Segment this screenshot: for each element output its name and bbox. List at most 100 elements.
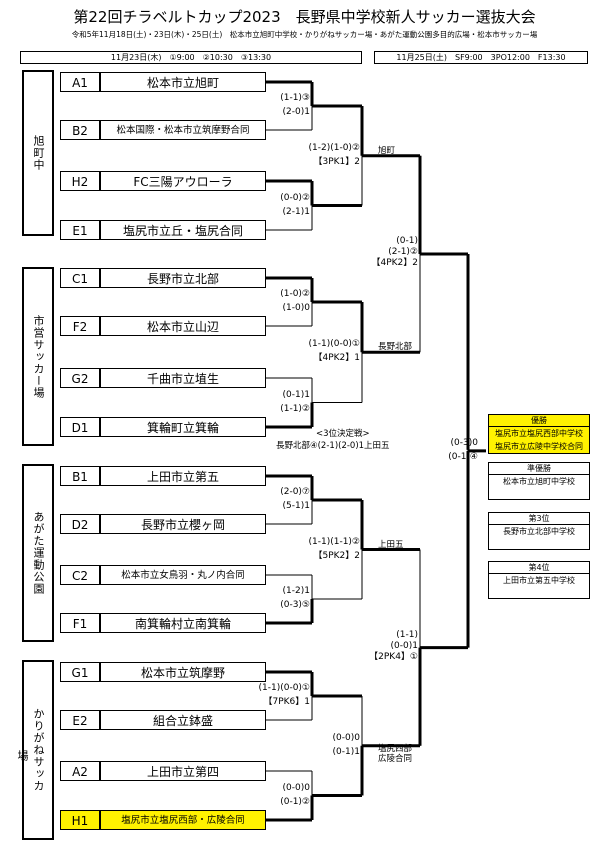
r1-score-top: (0-0)② xyxy=(280,192,310,203)
schedule-day1: 11月23日(木) ①9:00 ②10:30 ③13:30 xyxy=(20,51,362,64)
team-name[interactable]: 長野市立櫻ヶ岡 xyxy=(100,514,266,534)
sf-score-2: (0-0)1 xyxy=(390,640,418,651)
venue-label: 市営サッカー場 xyxy=(22,267,54,446)
final-score-bottom: (0-1)④ xyxy=(448,451,478,462)
team-code: A2 xyxy=(60,761,100,781)
r2-score-bottom: (0-1)1 xyxy=(332,746,360,757)
team-code: G1 xyxy=(60,662,100,682)
third-place-score: 長野北部④(2-1)(2-0)1上田五 xyxy=(276,441,390,451)
r1-score-top: (1-1)(0-0)① xyxy=(258,683,310,693)
r1-score-bottom: (0-3)⑤ xyxy=(280,600,310,610)
result-box: 第4位上田市立第五中学校 xyxy=(488,561,590,599)
r1-score-top: (2-0)⑦ xyxy=(280,487,310,497)
team-code: C1 xyxy=(60,268,100,288)
r2-score-top: (0-0)0 xyxy=(332,732,360,743)
sf-score-1: (1-1) xyxy=(396,629,418,640)
team-code: G2 xyxy=(60,368,100,388)
result-team: 上田市立第五中学校 xyxy=(503,576,575,585)
venue-name: あがた運動公園 xyxy=(32,511,45,595)
result-box: 準優勝松本市立旭町中学校 xyxy=(488,462,590,500)
sf-score-2: (2-1)② xyxy=(388,247,418,257)
team-name[interactable]: 上田市立第五 xyxy=(100,466,266,486)
r2-score-top: (1-1)(1-1)② xyxy=(308,536,360,547)
r1-score-bottom: (5-1)1 xyxy=(282,501,310,511)
team-code: C2 xyxy=(60,565,100,585)
venue-name: 市営サッカー場 xyxy=(32,314,45,399)
result-title: 準優勝 xyxy=(489,463,589,475)
team-name[interactable]: 組合立鉢盛 xyxy=(100,710,266,730)
r1-score-top: (1-0)② xyxy=(280,289,310,299)
team-code: A1 xyxy=(60,72,100,92)
venue-label: 旭町中 xyxy=(22,70,54,236)
team-name[interactable]: 塩尻市立丘・塩尻合同 xyxy=(100,220,266,240)
team-name[interactable]: 南箕輪村立南箕輪 xyxy=(100,613,266,633)
team-name[interactable]: 松本国際・松本市立筑摩野合同 xyxy=(100,120,266,140)
r2-winner-label: 広陵合同 xyxy=(378,753,413,764)
team-name[interactable]: 松本市立旭町 xyxy=(100,72,266,92)
r1-score-bottom: (1-1)② xyxy=(280,403,310,414)
sf-score-3: 【2PK4】① xyxy=(369,651,418,662)
r1-score-top: (0-0)0 xyxy=(282,782,310,793)
team-name[interactable]: 松本市立筑摩野 xyxy=(100,662,266,682)
result-team: 長野市立北部中学校 xyxy=(503,527,575,536)
r1-score-top: (1-2)1 xyxy=(282,586,310,596)
venue-name: かりがねサッカー場 xyxy=(16,708,45,792)
third-place-label: <3位決定戦> xyxy=(316,429,370,439)
r1-score-bottom: 【7PK6】1 xyxy=(263,697,310,707)
r2-score-top: (1-2)(1-0)② xyxy=(308,142,360,153)
result-team: 塩尻市立塩尻西部中学校 xyxy=(495,429,583,438)
result-title: 優勝 xyxy=(489,415,589,427)
team-name[interactable]: 上田市立第四 xyxy=(100,761,266,781)
schedule-day2: 11月25日(土) SF9:00 3PO12:00 F13:30 xyxy=(374,51,588,64)
team-name[interactable]: 箕輪町立箕輪 xyxy=(100,417,266,437)
team-code: B1 xyxy=(60,466,100,486)
team-code: B2 xyxy=(60,120,100,140)
sf-score-1: (0-1) xyxy=(396,236,418,246)
result-body: 長野市立北部中学校 xyxy=(489,525,589,538)
team-code: E1 xyxy=(60,220,100,240)
r2-winner-label: 塩尻西部 xyxy=(378,743,413,754)
team-code: H2 xyxy=(60,171,100,191)
result-team: 塩尻市立広陵中学校合同 xyxy=(495,442,583,451)
r1-score-bottom: (0-1)② xyxy=(280,796,310,807)
result-body: 松本市立旭町中学校 xyxy=(489,475,589,488)
r1-score-bottom: (2-0)1 xyxy=(282,107,310,117)
tournament-subtitle: 令和5年11月18日(土)・23日(木)・25日(土) 松本市立旭町中学校・かり… xyxy=(71,30,538,39)
result-body: 塩尻市立塩尻西部中学校塩尻市立広陵中学校合同 xyxy=(489,427,589,453)
team-code: E2 xyxy=(60,710,100,730)
result-team: 松本市立旭町中学校 xyxy=(503,477,575,486)
team-code: H1 xyxy=(60,810,100,830)
result-title: 第4位 xyxy=(489,562,589,574)
r1-score-top: (0-1)1 xyxy=(282,389,310,400)
result-title: 第3位 xyxy=(489,513,589,525)
r2-winner-label: 上田五 xyxy=(378,539,404,550)
sf-score-3: 【4PK2】2 xyxy=(371,258,418,268)
team-name[interactable]: 長野市立北部 xyxy=(100,268,266,288)
r1-score-bottom: (2-1)1 xyxy=(282,206,310,217)
result-body: 上田市立第五中学校 xyxy=(489,574,589,587)
team-name[interactable]: 松本市立女鳥羽・丸ノ内合同 xyxy=(100,565,266,585)
r2-score-bottom: 【5PK2】2 xyxy=(313,550,360,561)
venue-label: あがた運動公園 xyxy=(22,464,54,642)
r2-score-bottom: 【3PK1】2 xyxy=(313,156,360,167)
final-score-top: (0-3)0 xyxy=(450,437,478,448)
r2-score-bottom: 【4PK2】1 xyxy=(313,353,360,364)
team-name[interactable]: 松本市立山辺 xyxy=(100,316,266,336)
team-name[interactable]: 千曲市立埴生 xyxy=(100,368,266,388)
r2-winner-label: 長野北部 xyxy=(378,342,413,353)
r2-winner-label: 旭町 xyxy=(378,145,396,156)
team-name[interactable]: FC三陽アウローラ xyxy=(100,171,266,191)
team-code: F1 xyxy=(60,613,100,633)
r2-score-top: (1-1)(0-0)① xyxy=(308,339,360,350)
venue-name: 旭町中 xyxy=(32,135,45,171)
venue-label: かりがねサッカー場 xyxy=(16,660,54,840)
result-box: 優勝塩尻市立塩尻西部中学校塩尻市立広陵中学校合同 xyxy=(488,414,590,454)
r1-score-bottom: (1-0)0 xyxy=(282,303,310,313)
r1-score-top: (1-1)③ xyxy=(280,93,310,103)
team-name[interactable]: 塩尻市立塩尻西部・広陵合同 xyxy=(100,810,266,830)
tournament-title: 第22回チラベルトカップ2023 長野県中学校新人サッカー選抜大会 xyxy=(73,8,536,26)
result-box: 第3位長野市立北部中学校 xyxy=(488,512,590,550)
team-code: D2 xyxy=(60,514,100,534)
team-code: F2 xyxy=(60,316,100,336)
